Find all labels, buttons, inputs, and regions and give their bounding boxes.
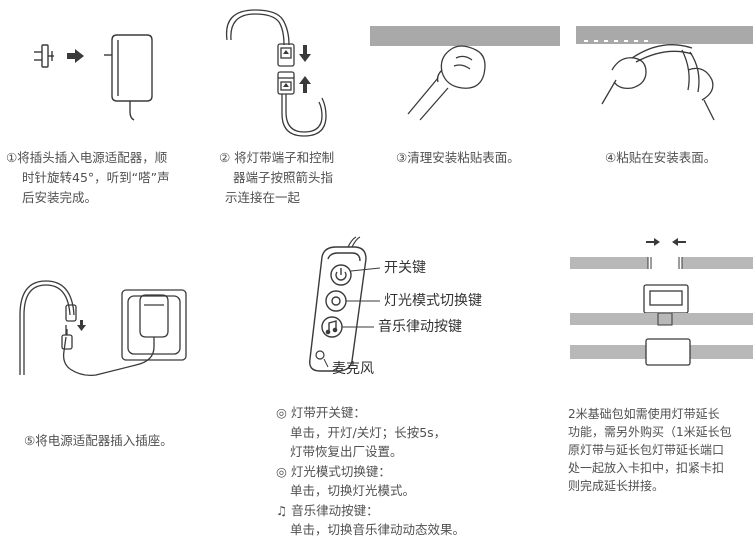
step-4-panel: ④粘贴在安装表面。 bbox=[572, 0, 753, 215]
clip-contacts bbox=[657, 312, 673, 326]
strip-segment bbox=[570, 313, 753, 325]
power-button-label: 开关键 bbox=[384, 260, 426, 276]
dc-socket-icon bbox=[65, 304, 77, 322]
step-4-caption: ④粘贴在安装表面。 bbox=[605, 150, 717, 165]
step-3-illustration bbox=[370, 26, 560, 121]
arrow-down-icon bbox=[77, 320, 86, 331]
strip-connector bbox=[277, 43, 295, 67]
controller-illustration bbox=[309, 236, 381, 372]
step-5-caption: ⑤将电源适配器插入插座。 bbox=[24, 433, 173, 448]
controller-cable bbox=[281, 94, 327, 137]
mounting-surface bbox=[370, 26, 560, 46]
strip-contacts bbox=[647, 257, 683, 269]
strip-cable bbox=[225, 9, 290, 46]
music-button-label: 音乐律动按键 bbox=[378, 319, 462, 335]
mode-button-icon bbox=[325, 290, 347, 312]
plug-icon bbox=[34, 44, 54, 68]
adapter-icon bbox=[104, 34, 153, 121]
mode-button-label: 灯光模式切换键 bbox=[384, 293, 482, 309]
wall-socket-icon bbox=[121, 289, 187, 361]
strip-dots bbox=[584, 40, 648, 42]
step-4-illustration bbox=[576, 26, 753, 121]
leader-lines bbox=[323, 267, 381, 368]
step-2-caption: ② 将灯带端子和控制 器端子按照箭头指 示连接在一起 bbox=[219, 150, 335, 205]
arrow-up-icon bbox=[299, 76, 311, 93]
step-3-panel: ③清理安装粘贴表面。 bbox=[368, 0, 563, 215]
strip-connector-arrow bbox=[283, 50, 289, 54]
microphone-icon bbox=[315, 350, 325, 360]
controller-legend: ◎ 灯带开关键： 单击，开灯/关灯；长按5s， 灯带恢复出厂设置。 ◎ 灯光模式… bbox=[276, 405, 466, 537]
step-1-panel: ①将插头插入电源适配器，顺 时针旋转45°，听到“嗒”声 后安装完成。 bbox=[0, 0, 215, 215]
controller-panel: 开关键 灯光模式切换键 音乐律动按键 麦克风 ◎ 灯带开关键： 单击，开灯/关灯… bbox=[272, 235, 572, 544]
step-2-panel: ② 将灯带端子和控制 器端子按照箭头指 示连接在一起 bbox=[215, 0, 365, 215]
step-1-illustration bbox=[34, 34, 153, 121]
music-button-icon bbox=[321, 316, 343, 338]
step-1-caption: ①将插头插入电源适配器，顺 时针旋转45°，听到“嗒”声 后安装完成。 bbox=[6, 150, 170, 205]
arrow-right-icon bbox=[646, 238, 660, 246]
step-5-panel: ⑤将电源适配器插入插座。 bbox=[0, 235, 215, 475]
microphone-label: 麦克风 bbox=[332, 361, 374, 377]
step-2-illustration bbox=[225, 9, 327, 137]
arrow-down-icon bbox=[299, 45, 311, 62]
arrow-left-icon bbox=[672, 238, 686, 246]
mounting-surface bbox=[576, 26, 753, 44]
step-5-illustration bbox=[19, 280, 187, 377]
strip-cable bbox=[19, 280, 75, 375]
power-button-icon bbox=[330, 264, 352, 286]
extension-panel: 2米基础包如需使用灯带延长 功能，需另外购买（1米延长包 原灯带与延长包灯带延长… bbox=[566, 235, 753, 544]
step-3-caption: ③清理安装粘贴表面。 bbox=[396, 150, 520, 165]
clip-closed bbox=[645, 338, 691, 366]
hands-peeling-icon bbox=[601, 44, 715, 121]
adapter-cable bbox=[62, 325, 155, 377]
strip-segment bbox=[570, 257, 753, 269]
controller-body bbox=[309, 246, 367, 372]
hand-cloth-icon bbox=[407, 45, 486, 121]
arrow-right-icon bbox=[67, 49, 84, 63]
extension-text: 2米基础包如需使用灯带延长 功能，需另外购买（1米延长包 原灯带与延长包灯带延长… bbox=[568, 407, 732, 493]
dc-plug-icon bbox=[61, 329, 73, 350]
extension-illustration bbox=[570, 238, 753, 366]
controller-cables bbox=[347, 236, 361, 248]
controller-connector-arrow bbox=[283, 83, 289, 87]
clip-connector bbox=[643, 284, 689, 314]
